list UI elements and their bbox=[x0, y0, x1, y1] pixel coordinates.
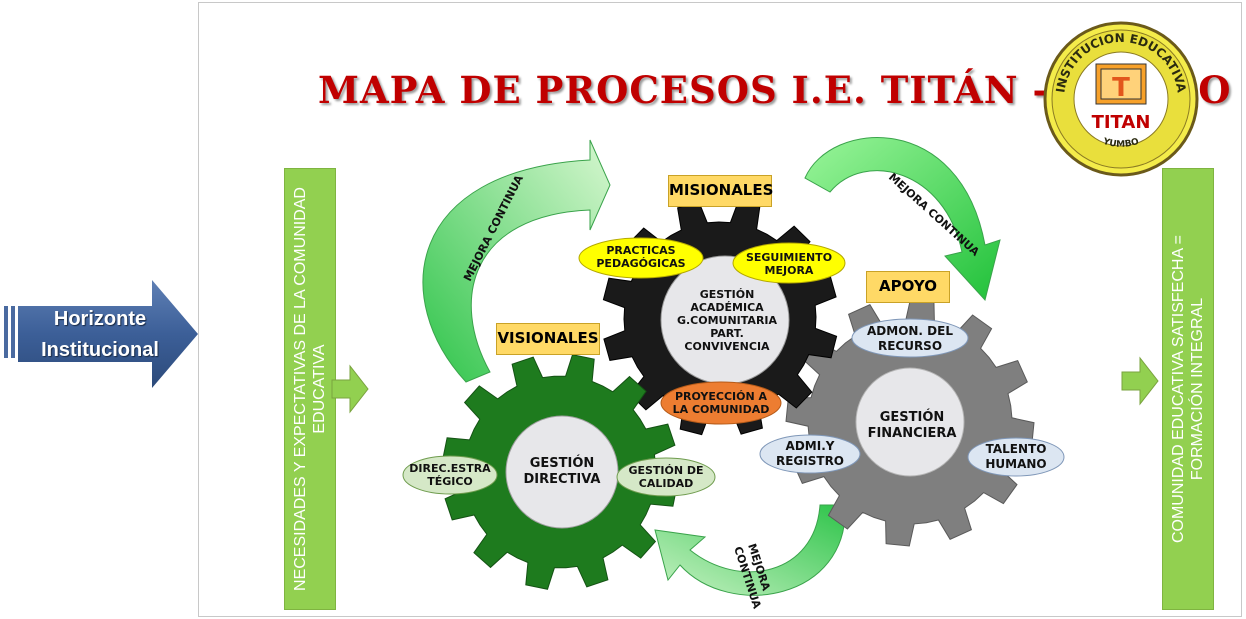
seguimiento-line2: MEJORA bbox=[764, 264, 814, 277]
ellipse-proyeccion bbox=[660, 381, 782, 425]
proyeccion-line2: LA COMUNIDAD bbox=[672, 403, 770, 416]
apoyo-center: GESTIÓN FINANCIERA bbox=[862, 410, 962, 442]
input-arrow bbox=[331, 364, 369, 414]
header-visionales: VISIONALES bbox=[496, 323, 600, 355]
gear-apoyo-hub bbox=[855, 367, 965, 477]
ellipse-admi bbox=[759, 434, 861, 474]
mejora-arrow-top-left bbox=[422, 139, 611, 383]
mejora-arrow-top-right bbox=[804, 137, 1001, 302]
output-bar: COMUNIDAD EDUCATIVA SATISFECHA = FORMACI… bbox=[1162, 168, 1214, 610]
apoyo-center-line1: GESTIÓN bbox=[879, 410, 945, 425]
misionales-center-line1: GESTIÓN bbox=[699, 288, 755, 301]
header-apoyo: APOYO bbox=[866, 271, 950, 303]
horizonte-line1: Horizonte bbox=[53, 308, 147, 330]
gear-visionales-hub bbox=[505, 415, 619, 529]
talento-line1: TALENTO bbox=[985, 442, 1047, 456]
admon-line1: ADMON. DEL bbox=[867, 324, 953, 338]
seguimiento-line1: SEGUIMIENTO bbox=[745, 251, 833, 264]
calidad-line2: CALIDAD bbox=[638, 477, 694, 490]
admi-label: ADMI.Y REGISTRO bbox=[762, 439, 858, 469]
apoyo-center-line2: FINANCIERA bbox=[867, 426, 957, 441]
misionales-center-line4: PART. bbox=[710, 327, 744, 340]
ellipse-calidad bbox=[616, 457, 716, 497]
proyeccion-line1: PROYECCIÓN A bbox=[674, 390, 768, 403]
calidad-line1: GESTIÓN DE bbox=[628, 464, 704, 477]
visionales-center-line1: GESTIÓN bbox=[529, 456, 595, 471]
ellipse-direc bbox=[402, 455, 498, 495]
admon-line2: RECURSO bbox=[877, 339, 943, 353]
practicas-label: PRACTICAS PEDAGÓGICAS bbox=[580, 244, 702, 270]
seguimiento-label: SEGUIMIENTO MEJORA bbox=[734, 251, 844, 277]
talento-line2: HUMANO bbox=[985, 457, 1047, 471]
ellipse-seguimiento bbox=[732, 242, 846, 284]
ellipse-admon bbox=[851, 318, 969, 358]
ellipse-practicas bbox=[578, 237, 704, 279]
horizonte-line2: Institucional bbox=[41, 339, 159, 361]
horizonte-arrow bbox=[4, 280, 198, 388]
visionales-center: GESTIÓN DIRECTIVA bbox=[512, 456, 612, 488]
header-misionales: MISIONALES bbox=[668, 175, 773, 207]
direc-line2: TÉGICO bbox=[427, 475, 473, 488]
output-arrow bbox=[1121, 356, 1159, 406]
logo-ring-bottom: YUMBO bbox=[1101, 137, 1141, 150]
logo-name: TITAN bbox=[1092, 112, 1151, 133]
logo-letter: T bbox=[1112, 73, 1130, 103]
visionales-center-line2: DIRECTIVA bbox=[523, 472, 601, 487]
ellipse-talento bbox=[967, 437, 1065, 477]
mejora-arrow-bottom bbox=[654, 504, 846, 596]
admi-line1: ADMI.Y bbox=[785, 439, 835, 453]
direc-label: DIREC.ESTRA TÉGICO bbox=[404, 462, 496, 488]
proyeccion-label: PROYECCIÓN A LA COMUNIDAD bbox=[662, 390, 780, 416]
misionales-center-line2: ACADÉMICA bbox=[690, 301, 764, 314]
misionales-center-line5: CONVIVENCIA bbox=[684, 340, 770, 353]
talento-label: TALENTO HUMANO bbox=[968, 442, 1064, 472]
horizonte-label: Horizonte Institucional bbox=[20, 304, 180, 366]
school-logo: INSTITUCION EDUCATIVA T TITAN YUMBO bbox=[1043, 21, 1199, 177]
misionales-center: GESTIÓN ACADÉMICA G.COMUNITARIA PART. CO… bbox=[672, 288, 782, 353]
practicas-line2: PEDAGÓGICAS bbox=[596, 257, 686, 270]
calidad-label: GESTIÓN DE CALIDAD bbox=[620, 464, 712, 490]
misionales-center-line3: G.COMUNITARIA bbox=[676, 314, 778, 327]
admon-label: ADMON. DEL RECURSO bbox=[854, 324, 966, 354]
direc-line1: DIREC.ESTRA bbox=[409, 462, 491, 475]
admi-line2: REGISTRO bbox=[775, 454, 845, 468]
practicas-line1: PRACTICAS bbox=[606, 244, 676, 257]
